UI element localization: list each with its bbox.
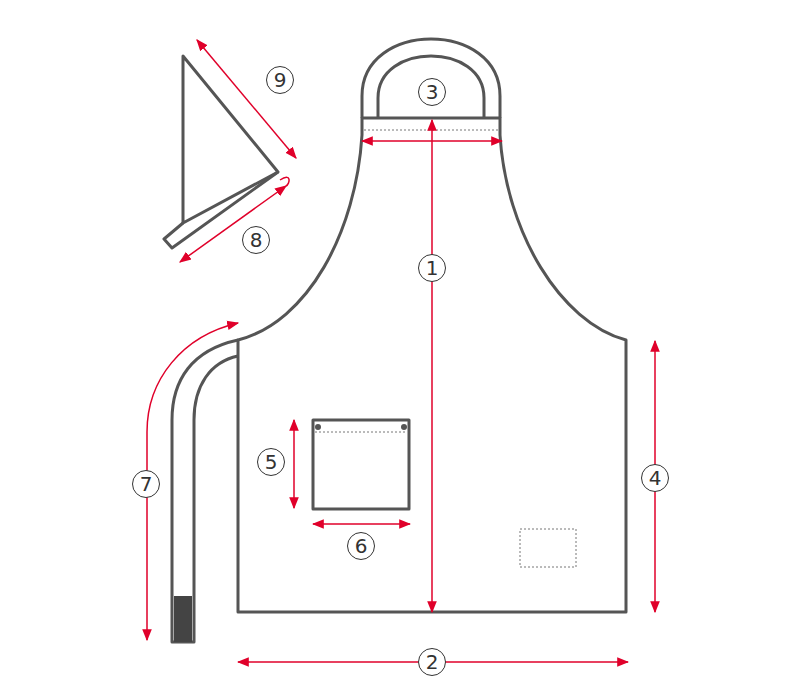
callout-circle: 5 [257,448,285,476]
neck-strap [362,39,500,118]
callout-number: 6 [355,536,368,556]
dimension-arrow [313,523,410,525]
dimension-arrow [197,40,296,158]
rivet [401,424,407,430]
callout-circle: 4 [641,464,669,492]
callout-number: 4 [649,468,662,488]
stitch-line [364,130,498,131]
callout-number: 2 [426,652,439,672]
callout-number: 7 [140,474,153,494]
callout-circle: 3 [418,78,446,106]
label-area [520,529,576,567]
dimension-arrow [147,323,238,640]
callout-number: 3 [426,82,439,102]
strap-end [174,596,192,642]
neck-strap-inner [378,56,484,118]
dimension-arrow [362,140,502,142]
callout-number: 1 [426,258,439,278]
callout-circle: 1 [418,254,446,282]
pocket [313,420,409,509]
dimension-arrow [431,120,433,612]
rivet [315,424,321,430]
dimension-loop [280,177,289,186]
callout-number: 9 [274,70,287,90]
callout-number: 8 [250,230,263,250]
dimension-arrow [293,420,295,508]
callout-circle: 9 [266,66,294,94]
apron-body [238,118,626,612]
callout-circle: 6 [347,532,375,560]
callout-circle: 8 [242,226,270,254]
callout-number: 5 [265,452,278,472]
stitch-line [315,432,407,433]
waist-strap [172,340,238,642]
callout-circle: 2 [418,648,446,676]
callout-circle: 7 [132,470,160,498]
dimension-arrow [180,186,286,262]
